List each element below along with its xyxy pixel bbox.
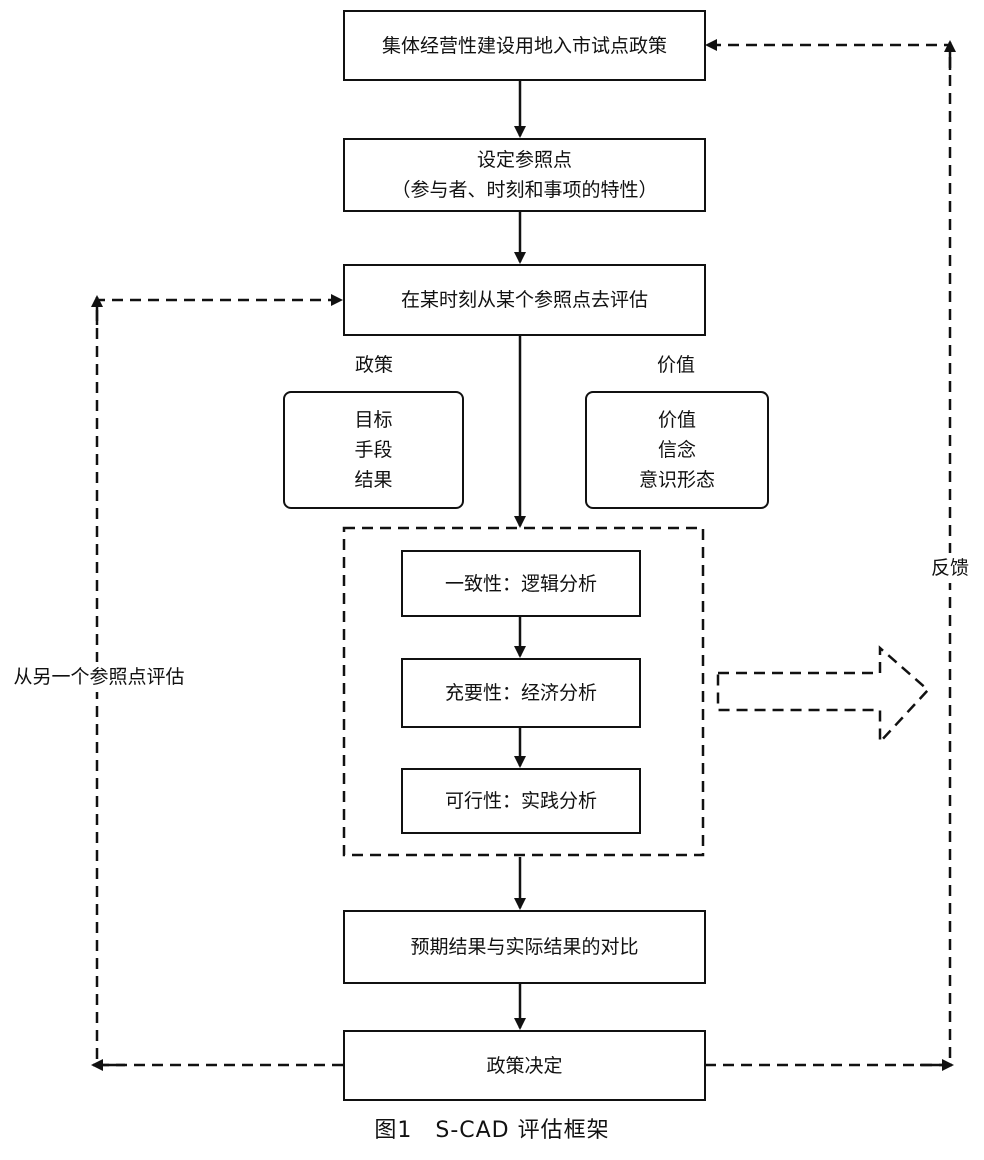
value-elements-box: 价值 信念 意识形态 (585, 391, 769, 509)
feedback-label: 反馈 (905, 553, 984, 583)
value-item-ideology: 意识形态 (638, 469, 715, 491)
adequacy-text: 充要性：经济分析 (444, 682, 597, 704)
reference-point-title: 设定参照点 (476, 149, 572, 171)
value-heading: 价值 (656, 354, 695, 376)
policy-item-goal: 目标 (354, 409, 393, 431)
figure-caption: 图1 S-CAD 评估框架 (374, 1118, 610, 1143)
compare-box: 预期结果与实际结果的对比 (343, 910, 706, 984)
other-reference-label: 从另一个参照点评估 (4, 662, 194, 692)
evaluate-text: 在某时刻从某个参照点去评估 (400, 289, 648, 311)
pilot-policy-text: 集体经营性建设用地入市试点政策 (381, 34, 667, 57)
policy-item-means: 手段 (354, 439, 393, 461)
feasibility-box: 可行性：实践分析 (401, 768, 641, 834)
decision-text: 政策决定 (486, 1054, 563, 1077)
decision-box: 政策决定 (343, 1030, 706, 1101)
output-block-arrow (716, 645, 930, 746)
reference-point-detail: （参与者、时刻和事项的特性） (391, 179, 658, 201)
reference-point-box: 设定参照点 （参与者、时刻和事项的特性） (343, 138, 706, 212)
policy-item-result: 结果 (354, 469, 393, 491)
value-item-value: 价值 (657, 409, 696, 431)
pilot-policy-box: 集体经营性建设用地入市试点政策 (343, 10, 706, 81)
compare-text: 预期结果与实际结果的对比 (410, 936, 639, 958)
feasibility-text: 可行性：实践分析 (444, 790, 597, 812)
policy-elements-box: 目标 手段 结果 (283, 391, 464, 509)
consistency-text: 一致性：逻辑分析 (444, 572, 597, 595)
policy-heading: 政策 (354, 354, 393, 376)
feedback-loop-line (705, 39, 952, 1067)
adequacy-box: 充要性：经济分析 (401, 658, 641, 728)
analysis-dashed-frame (342, 526, 705, 857)
consistency-box: 一致性：逻辑分析 (401, 550, 641, 617)
value-item-belief: 信念 (657, 439, 696, 461)
evaluate-box: 在某时刻从某个参照点去评估 (343, 264, 706, 336)
